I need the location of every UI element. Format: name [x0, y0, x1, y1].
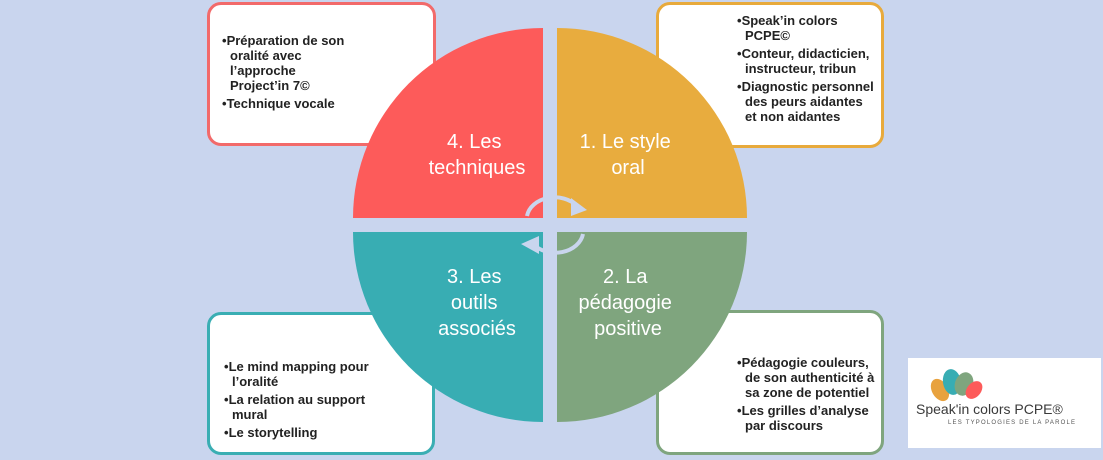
list-item: Technique vocale — [222, 96, 350, 111]
leaf-logo-icon — [930, 369, 983, 402]
quadrant-wheel: 4. Les techniques 1. Le style oral 3. Le… — [353, 28, 747, 422]
list-item: Le storytelling — [224, 425, 384, 440]
brand-logo: Speak'in colors PCPE® LES TYPOLOGIES DE … — [908, 358, 1101, 448]
logo-brand-text: Speak'in colors PCPE® — [916, 401, 1063, 417]
logo-tagline: LES TYPOLOGIES DE LA PAROLE — [948, 420, 1077, 426]
list-item: Diagnostic personnel des peurs aidantes … — [737, 79, 877, 124]
quadrant-pedagogie — [557, 232, 747, 422]
techniques-card: Préparation de son oralité avec l’approc… — [207, 2, 436, 146]
list-item: Speak’in colors PCPE© — [737, 13, 877, 43]
quadrant-techniques — [353, 28, 543, 218]
quadrant-label-techniques: 4. Les techniques — [429, 131, 526, 179]
pedagogie-card: Pédagogie couleurs, de son authenticité … — [656, 310, 884, 455]
quadrant-label-outils: 3. Les outils associés — [438, 266, 516, 340]
list-item: Les grilles d’analyse par discours — [737, 403, 882, 433]
quadrant-label-style: 1. Le style oral — [580, 131, 677, 179]
list-item: Préparation de son oralité avec l’approc… — [222, 33, 350, 93]
quadrant-outils — [353, 232, 543, 422]
quadrant-style — [557, 28, 747, 218]
quadrant-label-pedagogie: 2. La pédagogie positive — [579, 266, 678, 340]
list-item: Le mind mapping pour l’oralité — [224, 359, 384, 389]
list-item: Pédagogie couleurs, de son authenticité … — [737, 355, 882, 400]
arrowhead-icon — [521, 198, 587, 254]
list-item: La relation au support mural — [224, 392, 384, 422]
list-item: Conteur, didacticien, instructeur, tribu… — [737, 46, 877, 76]
